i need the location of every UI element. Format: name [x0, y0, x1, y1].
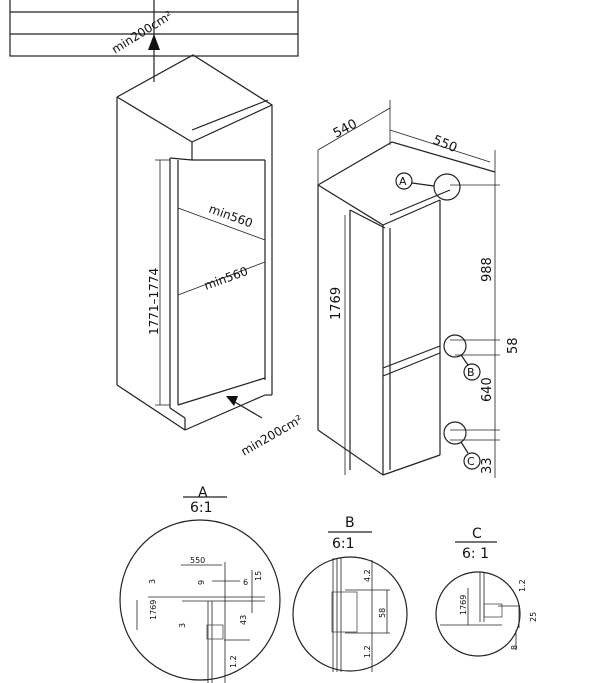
vent-bottom-arrow: [226, 396, 263, 419]
depth-label: 550: [431, 133, 460, 156]
detail-c-dim-1769: 1769: [459, 595, 468, 615]
detail-b-dim-1.2: 1.2: [363, 645, 372, 658]
callout-b: [443, 334, 481, 381]
detail-a: A 6:1 550 9 6 15 3 1769 3 43 1.2: [119, 485, 281, 683]
vent-top-arrow: [148, 0, 160, 82]
detail-c: C 6: 1 1769 1.2 25 8: [435, 526, 538, 657]
detail-a-dim-550: 550: [190, 556, 205, 565]
height-label: 1769: [329, 287, 344, 320]
detail-a-scale: 6:1: [190, 500, 213, 516]
detail-c-title: C: [472, 526, 482, 542]
detail-a-dim-1.2: 1.2: [229, 655, 238, 668]
width-dim: [317, 100, 391, 185]
min-depth-dims: [177, 207, 266, 296]
min-depth-upper-label: min560: [207, 202, 255, 231]
detail-a-dim-3-top: 3: [148, 579, 157, 584]
detail-a-dim-15: 15: [254, 571, 263, 581]
bottom-label: 33: [480, 457, 495, 474]
min-depth-lower-label: min560: [202, 264, 250, 293]
cabinet-height-dim: [155, 159, 170, 406]
callout-b-label: B: [467, 366, 475, 379]
detail-c-dim-8: 8: [510, 645, 519, 650]
gap-label: 58: [506, 337, 521, 354]
width-label: 540: [331, 117, 360, 142]
depth-dim: [389, 129, 496, 175]
detail-b-title: B: [345, 515, 355, 531]
detail-a-dim-6: 6: [243, 578, 248, 587]
detail-c-scale: 6: 1: [462, 546, 489, 562]
detail-a-title: A: [198, 485, 208, 501]
upper-door-label: 988: [480, 257, 495, 282]
lower-door-label: 640: [480, 377, 495, 402]
vent-bottom-label: min200cm²: [239, 412, 306, 459]
detail-b-dim-58: 58: [378, 608, 387, 618]
detail-b-dim-4.2: 4.2: [363, 569, 372, 582]
detail-a-dim-43: 43: [239, 615, 248, 625]
detail-c-dim-1.2: 1.2: [518, 579, 527, 592]
callout-c-label: C: [467, 455, 475, 468]
cabinet: [116, 54, 273, 431]
right-dims: [450, 175, 500, 478]
cabinet-height-label: 1771–1774: [147, 268, 161, 335]
refrigerator: [317, 141, 496, 476]
callout-a-label: A: [399, 175, 407, 188]
vent-top-label: min200cm²: [109, 8, 175, 56]
detail-a-dim-3-bottom: 3: [178, 623, 187, 628]
detail-a-dim-9: 9: [197, 580, 206, 585]
callout-c: [443, 421, 481, 470]
callout-a: [395, 172, 461, 201]
detail-b-scale: 6:1: [332, 536, 355, 552]
detail-a-dim-1769: 1769: [149, 600, 158, 620]
detail-b: B 6:1 4.2 58 1.2: [292, 515, 408, 672]
detail-c-dim-25: 25: [529, 612, 538, 622]
